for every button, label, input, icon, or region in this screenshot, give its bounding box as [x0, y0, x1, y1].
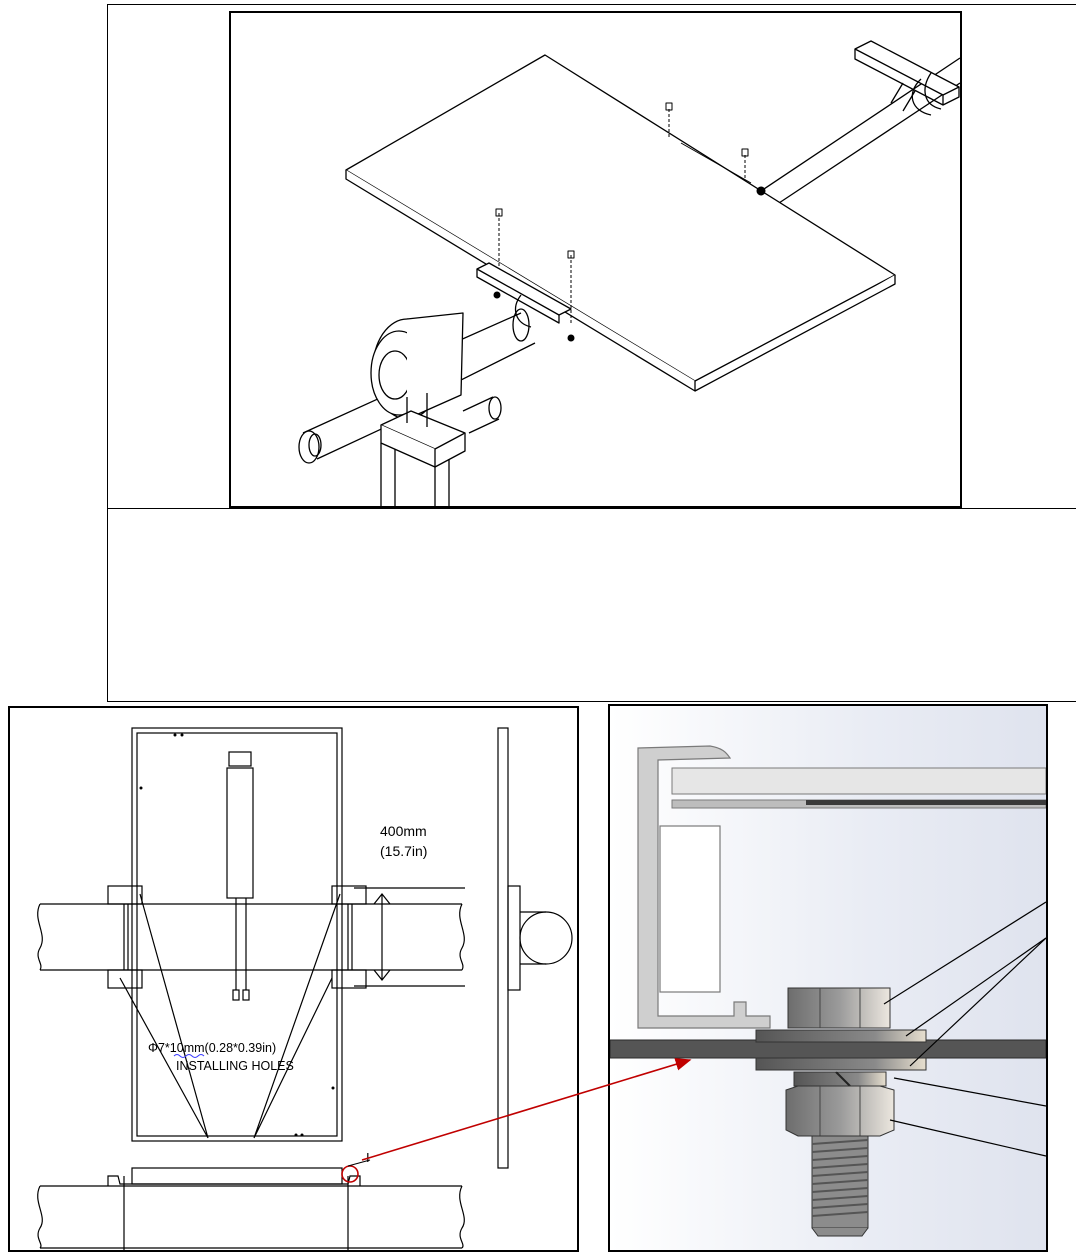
detail-marker-label: I: [366, 1150, 370, 1165]
panel-laminate: [671, 767, 1046, 809]
lower-washer: [755, 1057, 927, 1071]
far-mounting-rail: [854, 40, 960, 116]
bolt-detail-svg: [610, 706, 1046, 1250]
module-side-view: [497, 727, 573, 1169]
module-front-outline: [131, 727, 343, 1142]
near-mounting-rail: [476, 262, 572, 328]
bottom-elevation-view: [37, 1167, 465, 1250]
front-and-side-views: 400mm (15.7in) Φ7*10mm(0.28*0.39in) INST…: [37, 727, 573, 1250]
bolt-detail-rendering: [608, 704, 1048, 1252]
upper-hex-nut: [787, 987, 891, 1029]
solar-panel-top: [345, 54, 896, 392]
left-bracket: [107, 885, 143, 989]
dimension-label-in: (15.7in): [380, 843, 427, 859]
steel-bracket-plate: [610, 1039, 1046, 1059]
installation-drawing: 400mm (15.7in) Φ7*10mm(0.28*0.39in) INST…: [8, 706, 579, 1252]
panel-bolts: [493, 102, 766, 342]
lower-hex-nut: [785, 1085, 895, 1137]
table-row-divider: [108, 508, 1076, 509]
hole-leader-lines: [119, 893, 341, 1139]
junction-box: [226, 751, 254, 899]
upper-washer: [755, 1029, 927, 1043]
torque-tube-front: [37, 903, 465, 971]
dimension-label-mm: 400mm: [380, 823, 427, 839]
detail-callout-circle: [341, 1165, 359, 1183]
slew-drive: [370, 312, 464, 420]
isometric-assembly-view: [229, 11, 962, 508]
top-table-frame: [107, 4, 1076, 702]
hole-spec-underlined: 10mm: [170, 1041, 205, 1055]
hole-spec-prefix: Φ7*: [148, 1041, 170, 1055]
dimension-lines: [354, 887, 465, 987]
frame-holes: [139, 733, 335, 1137]
aluminum-frame-profile: [637, 745, 771, 1029]
spring-washer: [793, 1071, 887, 1087]
hole-spec-suffix: (0.28*0.39in): [205, 1041, 277, 1055]
hole-spec-label: Φ7*10mm(0.28*0.39in): [148, 1041, 276, 1055]
bolt-thread: [811, 1135, 869, 1237]
installing-holes-label: INSTALLING HOLES: [176, 1059, 294, 1073]
connector-cables: [232, 898, 250, 1001]
spellcheck-underline: [173, 1054, 205, 1058]
isometric-assembly-drawing: [298, 40, 960, 506]
part-leader-lines: [883, 901, 1046, 1157]
support-post: [380, 393, 466, 506]
